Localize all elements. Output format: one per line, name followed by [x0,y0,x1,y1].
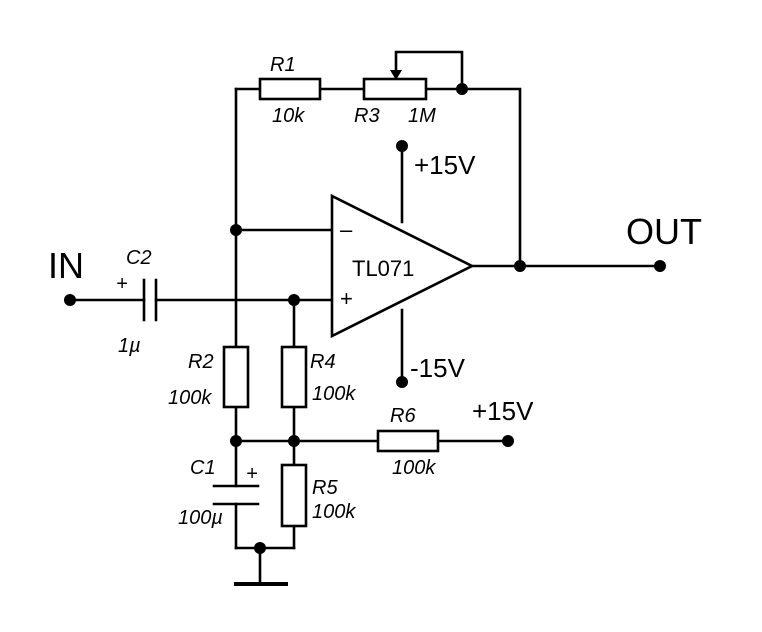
c1-value-label: 100µ [178,507,223,529]
r3-value-label: 1M [408,105,436,127]
junction-dots [230,83,526,554]
c1-ref-label: C1 [190,457,216,479]
r4-value-label: 100k [312,383,356,405]
r2-ref-label: R2 [188,351,214,373]
r3-pot-body [362,77,428,101]
opamp-name-label: TL071 [352,256,414,281]
bias-supply-label: +15V [472,396,534,426]
c1-capacitor [212,484,260,506]
pos-supply-terminal [396,140,408,152]
c2-value-label: 1µ [118,335,141,357]
opamp-symbol [330,193,475,339]
c2-polarity-sign: + [116,273,128,295]
neg-supply-terminal [396,376,408,388]
r2-value-label: 100k [168,387,212,409]
r6-resistor-body [376,429,440,453]
c1-polarity-sign: + [246,463,258,485]
r1-ref-label: R1 [270,54,296,76]
r4-resistor-body [280,345,308,409]
r4-ref-label: R4 [310,351,336,373]
r2-resistor-body [222,345,250,409]
bias-supply-terminal [502,435,514,447]
r6-ref-label: R6 [390,405,416,427]
r3-ref-label: R3 [354,105,380,127]
output-label: OUT [626,211,702,252]
opamp-inverting-sign: – [340,217,353,242]
pos-supply-label: +15V [414,150,476,180]
r1-value-label: 10k [272,105,305,127]
opamp-noninverting-sign: + [340,286,353,311]
input-terminal [64,294,76,306]
c2-capacitor [142,278,158,322]
input-label: IN [48,245,84,286]
r1-resistor-body [258,77,322,101]
r5-value-label: 100k [312,501,356,523]
c2-ref-label: C2 [126,247,152,269]
r5-ref-label: R5 [312,477,338,499]
r5-resistor-body [280,463,308,528]
r3-wiper-arrow [390,70,402,80]
r6-value-label: 100k [392,457,436,479]
neg-supply-label: -15V [410,353,466,383]
output-terminal [654,260,666,272]
